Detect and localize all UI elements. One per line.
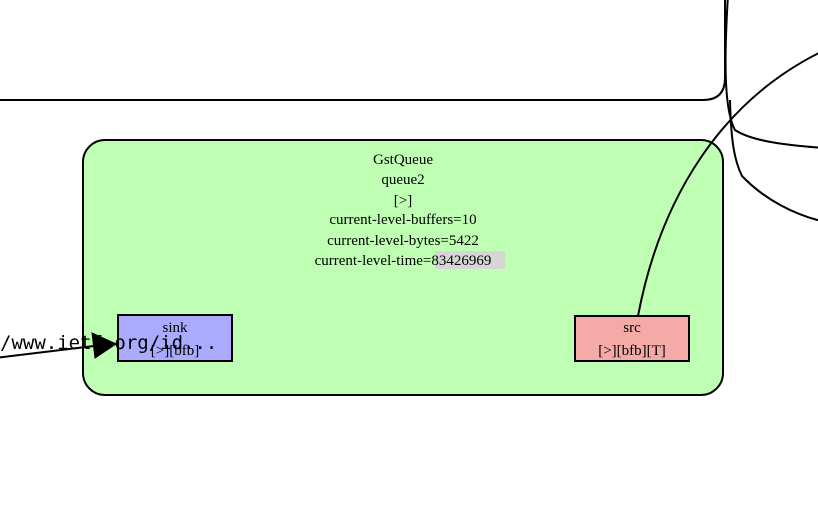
property-level-time: current-level-time=83426969 <box>315 253 492 269</box>
edge-right-upper <box>724 0 818 149</box>
upper-bin-border <box>0 0 726 101</box>
incoming-edge-arrowhead <box>91 332 118 359</box>
element-type-label: GstQueue <box>373 152 433 168</box>
sink-pad-box[interactable] <box>117 314 233 362</box>
sink-pad-name: sink <box>162 320 188 336</box>
src-pad-box[interactable] <box>574 315 690 362</box>
edge-right-lower <box>729 99 818 222</box>
selection-highlight <box>435 251 505 269</box>
property-level-bytes: current-level-bytes=5422 <box>327 233 479 249</box>
queue-element-box[interactable] <box>82 139 724 396</box>
incoming-edge-line <box>0 345 95 359</box>
src-pad-name: src <box>623 320 641 336</box>
sink-pad[interactable]: sink [>][bfb] <box>117 314 233 362</box>
src-pad[interactable]: src [>][bfb][T] <box>574 315 690 362</box>
element-label: GstQueue queue2 [>] current-level-buffer… <box>327 152 479 249</box>
sink-pad-flags: [>][bfb] <box>151 343 199 359</box>
edge-url-label: /www.ietf.org/id... <box>0 332 217 354</box>
property-level-buffers: current-level-buffers=10 <box>329 212 476 228</box>
outgoing-edge-line <box>637 52 818 317</box>
element-name-label: queue2 <box>381 172 424 188</box>
element-state-label: [>] <box>394 193 412 209</box>
src-pad-flags: [>][bfb][T] <box>598 343 666 359</box>
